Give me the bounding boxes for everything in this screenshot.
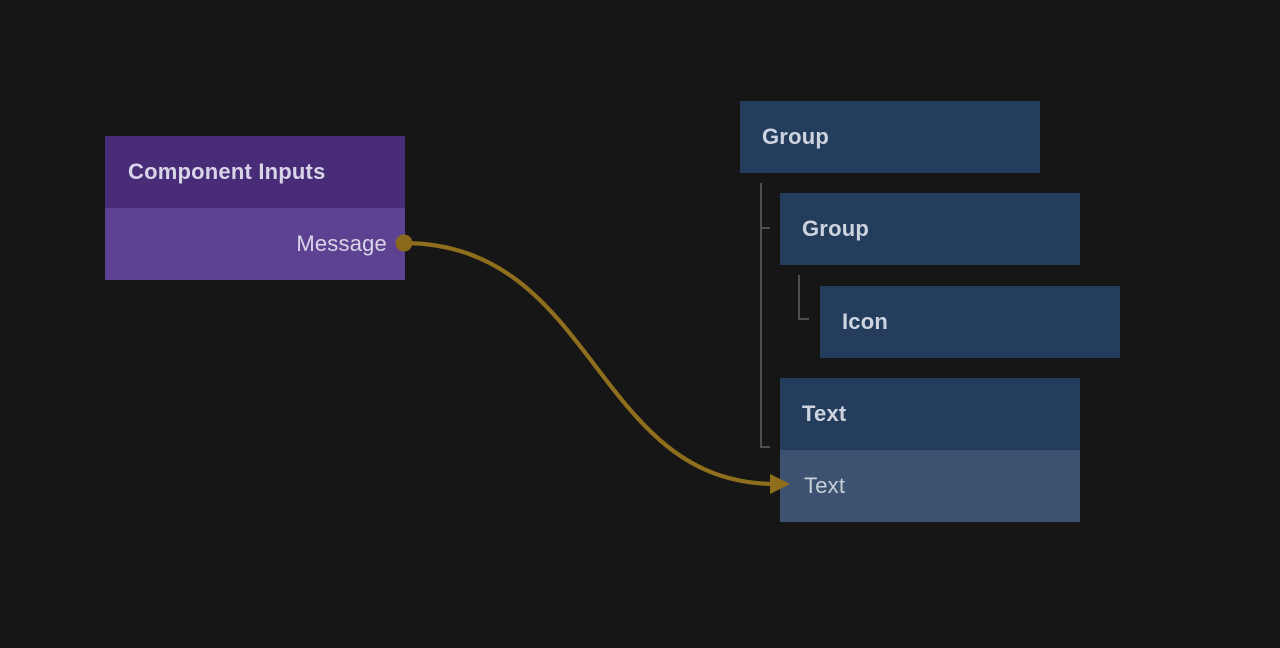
connection-edge[interactable] — [403, 240, 777, 487]
tree-node-text-input-row[interactable]: Text — [780, 450, 1080, 522]
tree-node-group-outer[interactable]: Group — [740, 101, 1040, 173]
node-title: Component Inputs — [128, 159, 326, 184]
tree-node-label: Text — [802, 401, 847, 426]
tree-connector-tick — [760, 446, 770, 448]
tree-connector-vertical-line — [760, 183, 762, 448]
tree-node-label: Group — [762, 124, 829, 149]
input-row-label: Text — [804, 473, 846, 498]
tree-node-label: Group — [802, 216, 869, 241]
tree-node-group-inner[interactable]: Group — [780, 193, 1080, 265]
tree-connector-vertical-line — [798, 275, 800, 320]
output-row-message[interactable]: Message — [105, 208, 405, 280]
tree-node-label: Icon — [842, 309, 889, 334]
output-row-label: Message — [296, 231, 387, 256]
tree-node-icon[interactable]: Icon — [820, 286, 1120, 358]
node-header[interactable]: Component Inputs — [105, 136, 405, 208]
tree-connector-tick — [798, 318, 809, 320]
component-inputs-node[interactable]: Component Inputs Message — [105, 136, 405, 280]
tree-node-text[interactable]: Text — [780, 378, 1080, 450]
tree-connector-tick — [760, 227, 770, 229]
